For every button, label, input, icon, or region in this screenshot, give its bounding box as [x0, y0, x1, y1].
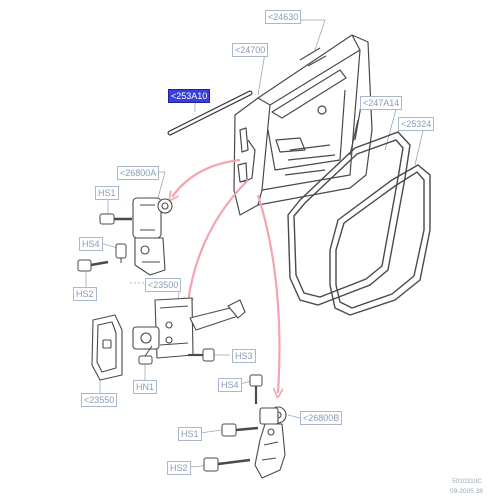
callout-26800b[interactable]: <26800B [300, 411, 343, 425]
callout-23550[interactable]: <23550 [81, 393, 118, 407]
callout-hs1-upper[interactable]: HS1 [95, 186, 119, 200]
callout-hn1[interactable]: HN1 [133, 380, 158, 394]
check-bolt-hs3 [188, 348, 215, 362]
callout-24700[interactable]: <24700 [232, 43, 269, 57]
assembly-arrows [172, 158, 279, 393]
callout-hs2-lower[interactable]: HS2 [167, 461, 191, 475]
callout-hs2-left[interactable]: HS2 [73, 287, 97, 301]
callout-25324[interactable]: <25324 [398, 117, 435, 131]
callout-24630[interactable]: <24630 [265, 10, 302, 24]
diagram-date: 09-2005 38 [450, 488, 483, 495]
check-nut-hn1 [138, 345, 153, 365]
callout-hs1-lower[interactable]: HS1 [178, 427, 202, 441]
callout-hs3[interactable]: HS3 [232, 349, 256, 363]
hinge-bolt-hs2-upper [77, 259, 109, 272]
hinge-nut-hs4 [115, 243, 127, 263]
diagram-code: 5010310C [452, 478, 482, 485]
callout-247a14[interactable]: <247A14 [360, 96, 403, 110]
lower-hinge-bolt-hs2 [203, 457, 251, 472]
lower-hinge-bolt-hs1 [221, 423, 259, 437]
door-seal-outer [287, 131, 411, 306]
upper-hinge-part [132, 197, 173, 276]
callout-hs4-left[interactable]: HS4 [79, 237, 103, 251]
callout-23500[interactable]: <23500 [145, 278, 182, 292]
callout-26800a[interactable]: <26800A [117, 166, 160, 180]
door-seal-inner [329, 164, 431, 316]
lower-hinge-part [254, 406, 287, 479]
door-shell-part [233, 34, 373, 216]
lower-hinge-bolt-hs4 [249, 374, 263, 404]
callout-hs4-lower[interactable]: HS4 [218, 378, 242, 392]
weatherstrip-part [167, 90, 253, 136]
check-bracket-part [91, 314, 123, 381]
hinge-bolt-hs1-upper [99, 213, 132, 225]
door-check-part [132, 297, 246, 359]
callout-253a10-selected[interactable]: <253A10 [168, 89, 211, 103]
